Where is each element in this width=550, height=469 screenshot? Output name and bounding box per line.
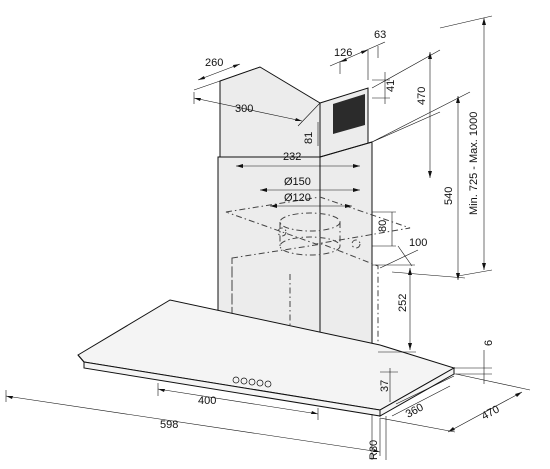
label-outlet-offset: 100 [409,237,427,249]
dim-inner-width: 232 [236,151,360,168]
label-lower-height: 540 [443,187,455,205]
dim-outlet-diameters: Ø150 Ø120 [260,176,360,208]
label-outlet-inner: Ø120 [284,192,311,204]
label-glass-thickness: 6 [483,340,495,346]
control-button-5[interactable] [264,380,272,388]
label-corner-radius: R30 [368,440,380,460]
glass-canopy [77,299,456,417]
label-outlet-depth: 80 [377,220,389,232]
dim-outlet-offset: 100 [379,237,427,269]
dim-front-depth: 37 [379,368,398,402]
dim-control-width: 400 [157,383,319,420]
dim-outlet-depth: 80 [372,211,396,247]
control-button-1[interactable] [232,376,240,384]
dim-canopy-height: 252 [372,264,416,353]
label-chimney-depth: 260 [205,57,223,69]
dim-bracket: 126 63 [329,29,386,80]
label-upper-height: 470 [416,87,428,105]
label-bracket-spacing: 63 [374,29,386,41]
vent-grille [333,94,365,134]
dim-top-offset: 81 [303,122,319,146]
dim-upper-height: 470 [371,49,441,178]
label-control-width: 400 [198,395,216,407]
label-hood-depth-inner: 360 [404,401,426,420]
label-top-offset: 81 [303,132,315,144]
dim-total-height: Min. 725 - Max. 1000 [439,15,493,277]
dim-corner-radius: R30 [368,414,387,460]
dim-hood-width: 598 [5,390,381,456]
dim-bracket-height: 41 [372,72,397,104]
upper-chimney [219,66,369,158]
control-button-3[interactable] [248,378,256,386]
dim-lower-height: 540 [371,91,471,280]
control-panel [232,376,272,388]
label-hood-depth: 470 [480,403,502,422]
control-button-2[interactable] [240,377,248,385]
dim-chimney-width: 300 [193,92,321,127]
label-inner-width: 232 [283,151,301,163]
label-total-height: Min. 725 - Max. 1000 [468,112,480,215]
label-outlet-outer: Ø150 [284,176,311,188]
dim-glass-thickness: 6 [454,340,495,384]
dim-chimney-depth: 260 [193,57,261,91]
label-chimney-width: 300 [235,103,253,115]
label-bracket-height: 41 [385,80,397,92]
label-bracket-offset: 126 [334,47,352,59]
label-front-depth: 37 [379,380,391,392]
control-button-4[interactable] [256,379,264,387]
label-canopy-height: 252 [397,294,409,312]
label-hood-width: 598 [160,419,178,431]
